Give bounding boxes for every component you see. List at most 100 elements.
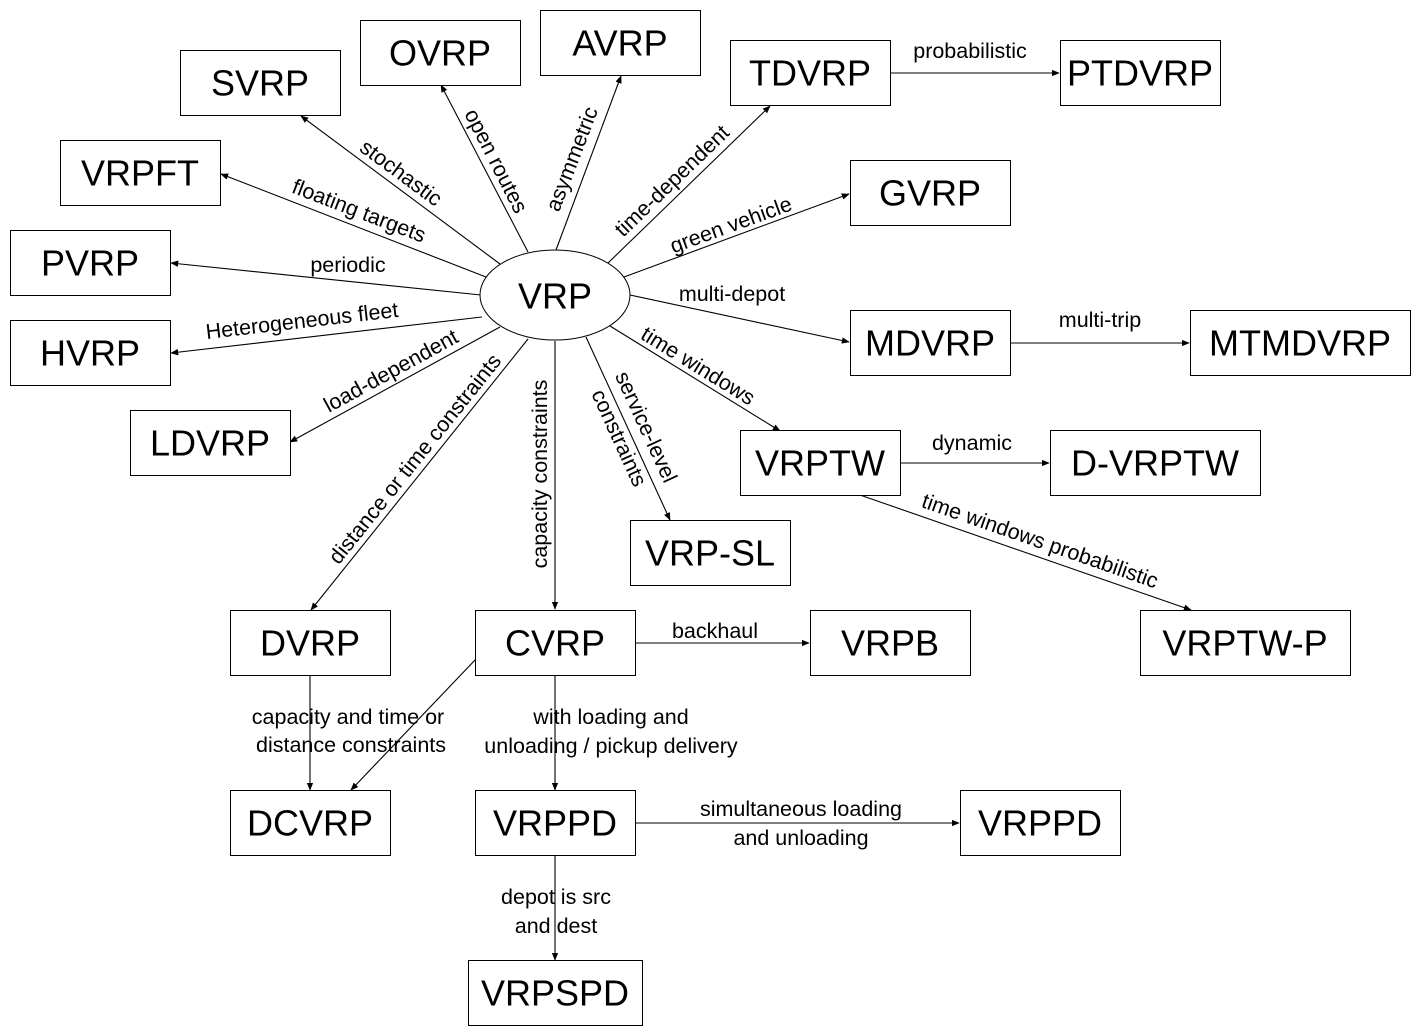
node-ptdvrp-box <box>1060 40 1221 106</box>
node-avrp[interactable]: AVRP <box>540 10 701 76</box>
node-avrp-box <box>540 10 701 76</box>
node-cvrp-label: CVRP <box>505 623 605 664</box>
node-vrptw-p-label: VRPTW-P <box>1162 623 1327 664</box>
node-hvrp[interactable]: HVRP <box>10 320 171 386</box>
edge-vrp-hvrp <box>170 316 483 356</box>
label-asymmetric: asymmetric <box>541 103 603 214</box>
label-heterogeneous-fleet: Heterogeneous fleet <box>204 298 399 344</box>
node-vrp-shape <box>479 249 631 341</box>
node-vrpft[interactable]: VRPFT <box>60 140 221 206</box>
label-time-windows-probabilistic: time windows probabilistic <box>919 489 1162 593</box>
edge-vrp-mdvrp <box>629 294 850 344</box>
node-tdvrp-label: TDVRP <box>749 53 871 94</box>
label-cap-time-dist-2: distance constraints <box>256 733 446 757</box>
node-pvrp-label: PVRP <box>41 243 139 284</box>
node-mdvrp-label: MDVRP <box>865 323 995 364</box>
node-vrpspd[interactable]: VRPSPD <box>468 960 643 1026</box>
label-multi-trip: multi-trip <box>1059 308 1141 332</box>
node-vrppd-box <box>475 790 636 856</box>
node-mdvrp[interactable]: MDVRP <box>850 310 1011 376</box>
node-vrptw[interactable]: VRPTW <box>740 430 901 496</box>
node-pvrp[interactable]: PVRP <box>10 230 171 296</box>
edges <box>170 69 1192 961</box>
edge-vrp-vrptw <box>609 325 781 432</box>
node-vrpb-box <box>810 610 971 676</box>
node-vrpspd-label: VRPSPD <box>481 973 629 1014</box>
node-dvrp-box <box>230 610 391 676</box>
node-hvrp-label: HVRP <box>40 333 140 374</box>
label-loading-1: with loading and <box>532 705 688 729</box>
node-mtmdvrp[interactable]: MTMDVRP <box>1190 310 1411 376</box>
label-probabilistic: probabilistic <box>913 39 1027 63</box>
node-hvrp-box <box>10 320 171 386</box>
node-tdvrp[interactable]: TDVRP <box>730 40 891 106</box>
node-vrppd[interactable]: VRPPD <box>475 790 636 856</box>
node-vrptw-p[interactable]: VRPTW-P <box>1140 610 1351 676</box>
node-gvrp-box <box>850 160 1011 226</box>
node-vrppd-simultaneous-box <box>960 790 1121 856</box>
edge-vrp-ovrp <box>440 84 529 253</box>
node-cvrp-box <box>475 610 636 676</box>
label-time-windows: time windows <box>637 322 759 410</box>
node-vrpft-box <box>60 140 221 206</box>
node-vrptw-label: VRPTW <box>755 443 885 484</box>
node-dcvrp-box <box>230 790 391 856</box>
node-ldvrp-box <box>130 410 291 476</box>
node-mdvrp-box <box>850 310 1011 376</box>
node-vrp-sl-label: VRP-SL <box>645 533 775 574</box>
node-vrptw-box <box>740 430 901 496</box>
node-ptdvrp-label: PTDVRP <box>1067 53 1213 94</box>
edge-vrp-avrp <box>555 75 622 251</box>
node-dcvrp-label: DCVRP <box>247 803 373 844</box>
edge-vrptw-vrptwp <box>859 494 1192 611</box>
label-multi-depot: multi-depot <box>679 282 785 306</box>
node-svrp-box <box>180 50 341 116</box>
label-simultaneous-1: simultaneous loading <box>700 797 902 821</box>
node-vrppd-label: VRPPD <box>493 803 617 844</box>
node-cvrp[interactable]: CVRP <box>475 610 636 676</box>
label-depot-2: and dest <box>515 914 598 938</box>
node-dcvrp[interactable]: DCVRP <box>230 790 391 856</box>
label-load-dependent: load-dependent <box>320 325 463 418</box>
edge-vrp-dvrp <box>310 338 529 611</box>
node-d-vrptw-box <box>1050 430 1261 496</box>
label-loading-2: unloading / pickup delivery <box>484 734 738 758</box>
node-svrp-label: SVRP <box>211 63 309 104</box>
node-pvrp-box <box>10 230 171 296</box>
node-ldvrp[interactable]: LDVRP <box>130 410 291 476</box>
node-vrptw-p-box <box>1140 610 1351 676</box>
node-vrppd-simultaneous[interactable]: VRPPD <box>960 790 1121 856</box>
node-vrpft-label: VRPFT <box>81 153 199 194</box>
node-gvrp-label: GVRP <box>879 173 981 214</box>
label-cap-time-dist-1: capacity and time or <box>252 705 444 729</box>
label-depot-1: depot is src <box>501 885 611 909</box>
edge-vrp-ldvrp <box>289 326 501 443</box>
node-vrp[interactable]: VRP <box>479 249 631 341</box>
nodes: VRP SVRP OVRP AVRP TDVRP PTDVRP VRPFT <box>10 10 1411 1026</box>
node-dvrp[interactable]: DVRP <box>230 610 391 676</box>
edge-vrp-pvrp <box>170 260 482 296</box>
node-vrpb-label: VRPB <box>841 623 939 664</box>
node-vrpb[interactable]: VRPB <box>810 610 971 676</box>
edge-vrp-vrpsl <box>585 336 671 521</box>
node-vrp-sl-box <box>630 520 791 586</box>
node-mtmdvrp-label: MTMDVRP <box>1209 323 1391 364</box>
edge-vrp-gvrp <box>623 193 850 278</box>
node-ovrp[interactable]: OVRP <box>360 20 521 86</box>
node-gvrp[interactable]: GVRP <box>850 160 1011 226</box>
edge-cvrp-dcvrp <box>350 658 477 791</box>
label-open-routes: open routes <box>460 105 533 217</box>
node-ldvrp-label: LDVRP <box>150 423 270 464</box>
node-ptdvrp[interactable]: PTDVRP <box>1060 40 1221 106</box>
edge-vrp-tdvrp <box>607 105 771 264</box>
node-dvrp-label: DVRP <box>260 623 360 664</box>
node-svrp[interactable]: SVRP <box>180 50 341 116</box>
label-periodic: periodic <box>310 253 386 277</box>
label-green-vehicle: green vehicle <box>667 192 795 258</box>
label-simultaneous-2: and unloading <box>733 826 868 850</box>
node-vrp-sl[interactable]: VRP-SL <box>630 520 791 586</box>
node-d-vrptw[interactable]: D-VRPTW <box>1050 430 1261 496</box>
node-d-vrptw-label: D-VRPTW <box>1071 443 1239 484</box>
node-vrp-label: VRP <box>518 276 592 317</box>
